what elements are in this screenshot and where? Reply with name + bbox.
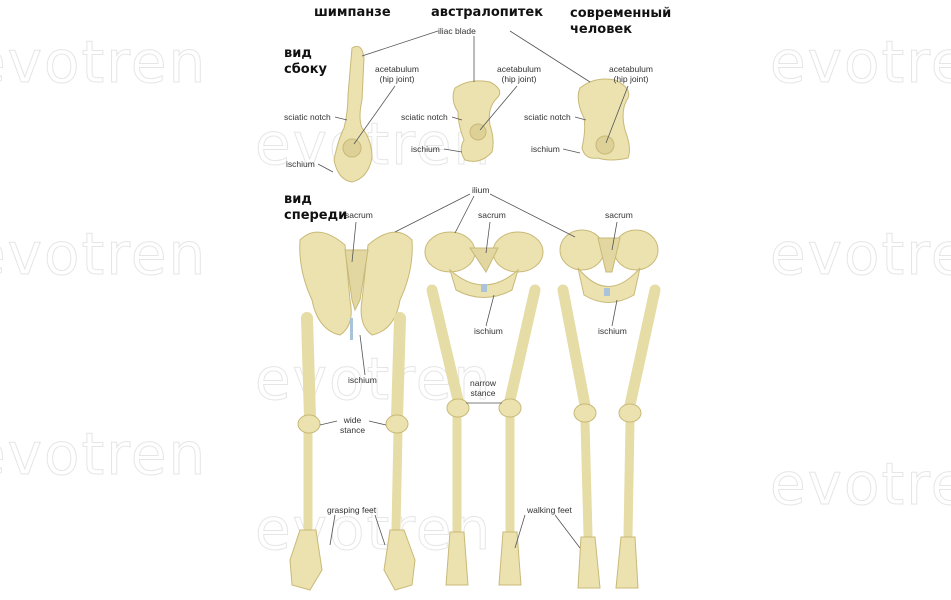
label-ischium: ischium [474,326,503,336]
label-ischium: ischium [411,144,440,154]
acetabulum-text: acetabulum [497,64,541,74]
label-walking-feet: walking feet [527,505,572,515]
hip-joint-text: (hip joint) [613,74,649,84]
australopithecus-femur [426,284,464,406]
label-sacrum: sacrum [478,210,506,220]
watermark: evotren [769,28,951,97]
label-ischium: ischium [531,144,560,154]
chimp-sacrum [344,249,369,312]
stance-text: stance [470,388,496,398]
watermark: evotren [0,420,208,489]
front-view-line1: вид [284,192,312,207]
australopithecus-sacrum [469,247,499,273]
hip-joint-text: (hip joint) [501,74,537,84]
australopithecus-foot [445,531,469,586]
human-foot [577,536,601,589]
label-iliac-blade: iliac blade [438,26,476,36]
label-ischium: ischium [598,326,627,336]
watermark: evotren [254,110,493,179]
narrow-text: narrow [470,378,496,388]
label-ilium: ilium [472,185,490,195]
side-view-line2: сбоку [284,62,328,77]
acetabulum-text: acetabulum [609,64,653,74]
label-ischium: ischium [286,159,315,169]
chimp-side-pelvis [333,45,373,183]
watermark: evotren [769,450,951,519]
chimp-front-pelvis [299,231,352,336]
hip-joint-text: (hip joint) [379,74,415,84]
label-sciatic-notch: sciatic notch [284,112,331,122]
australopithecus-side-pelvis [452,80,501,162]
label-acetabulum: acetabulum(hip joint) [497,64,541,84]
label-acetabulum: acetabulum(hip joint) [375,64,419,84]
watermark: evotren [0,28,208,97]
acetabulum-text: acetabulum [375,64,419,74]
label-ischium: ischium [348,375,377,385]
human-tibia [580,417,593,540]
chimp-femur [301,312,316,424]
front-view-line2: спереди [284,208,348,223]
australopithecus-front-pelvis [424,231,476,273]
wide-text: wide [343,415,362,425]
label-grasping-feet: grasping feet [327,505,377,515]
watermark: evotren [769,220,951,289]
label-sacrum: sacrum [605,210,633,220]
header-modern-line2: человек [570,22,633,37]
chimp-foot [289,529,323,591]
human-sacrum [597,237,621,273]
label-acetabulum: acetabulum(hip joint) [609,64,653,84]
header-modern-line1: современный [570,6,672,21]
side-view-heading: вид сбоку [284,46,327,78]
label-sacrum: sacrum [345,210,373,220]
front-view-heading: вид спереди [284,192,347,224]
human-femur [557,284,591,411]
header-modern-human: современный человек [570,6,671,38]
side-view-line1: вид [284,46,312,61]
human-front-pelvis [559,229,605,271]
label-sciatic-notch: sciatic notch [524,112,571,122]
header-australopithecus: австралопитек [431,5,544,20]
human-side-pelvis [577,78,630,161]
header-chimpanzee: шимпанзе [314,5,391,20]
watermark: evotren [0,220,208,289]
label-sciatic-notch: sciatic notch [401,112,448,122]
stance-text: stance [340,425,366,435]
